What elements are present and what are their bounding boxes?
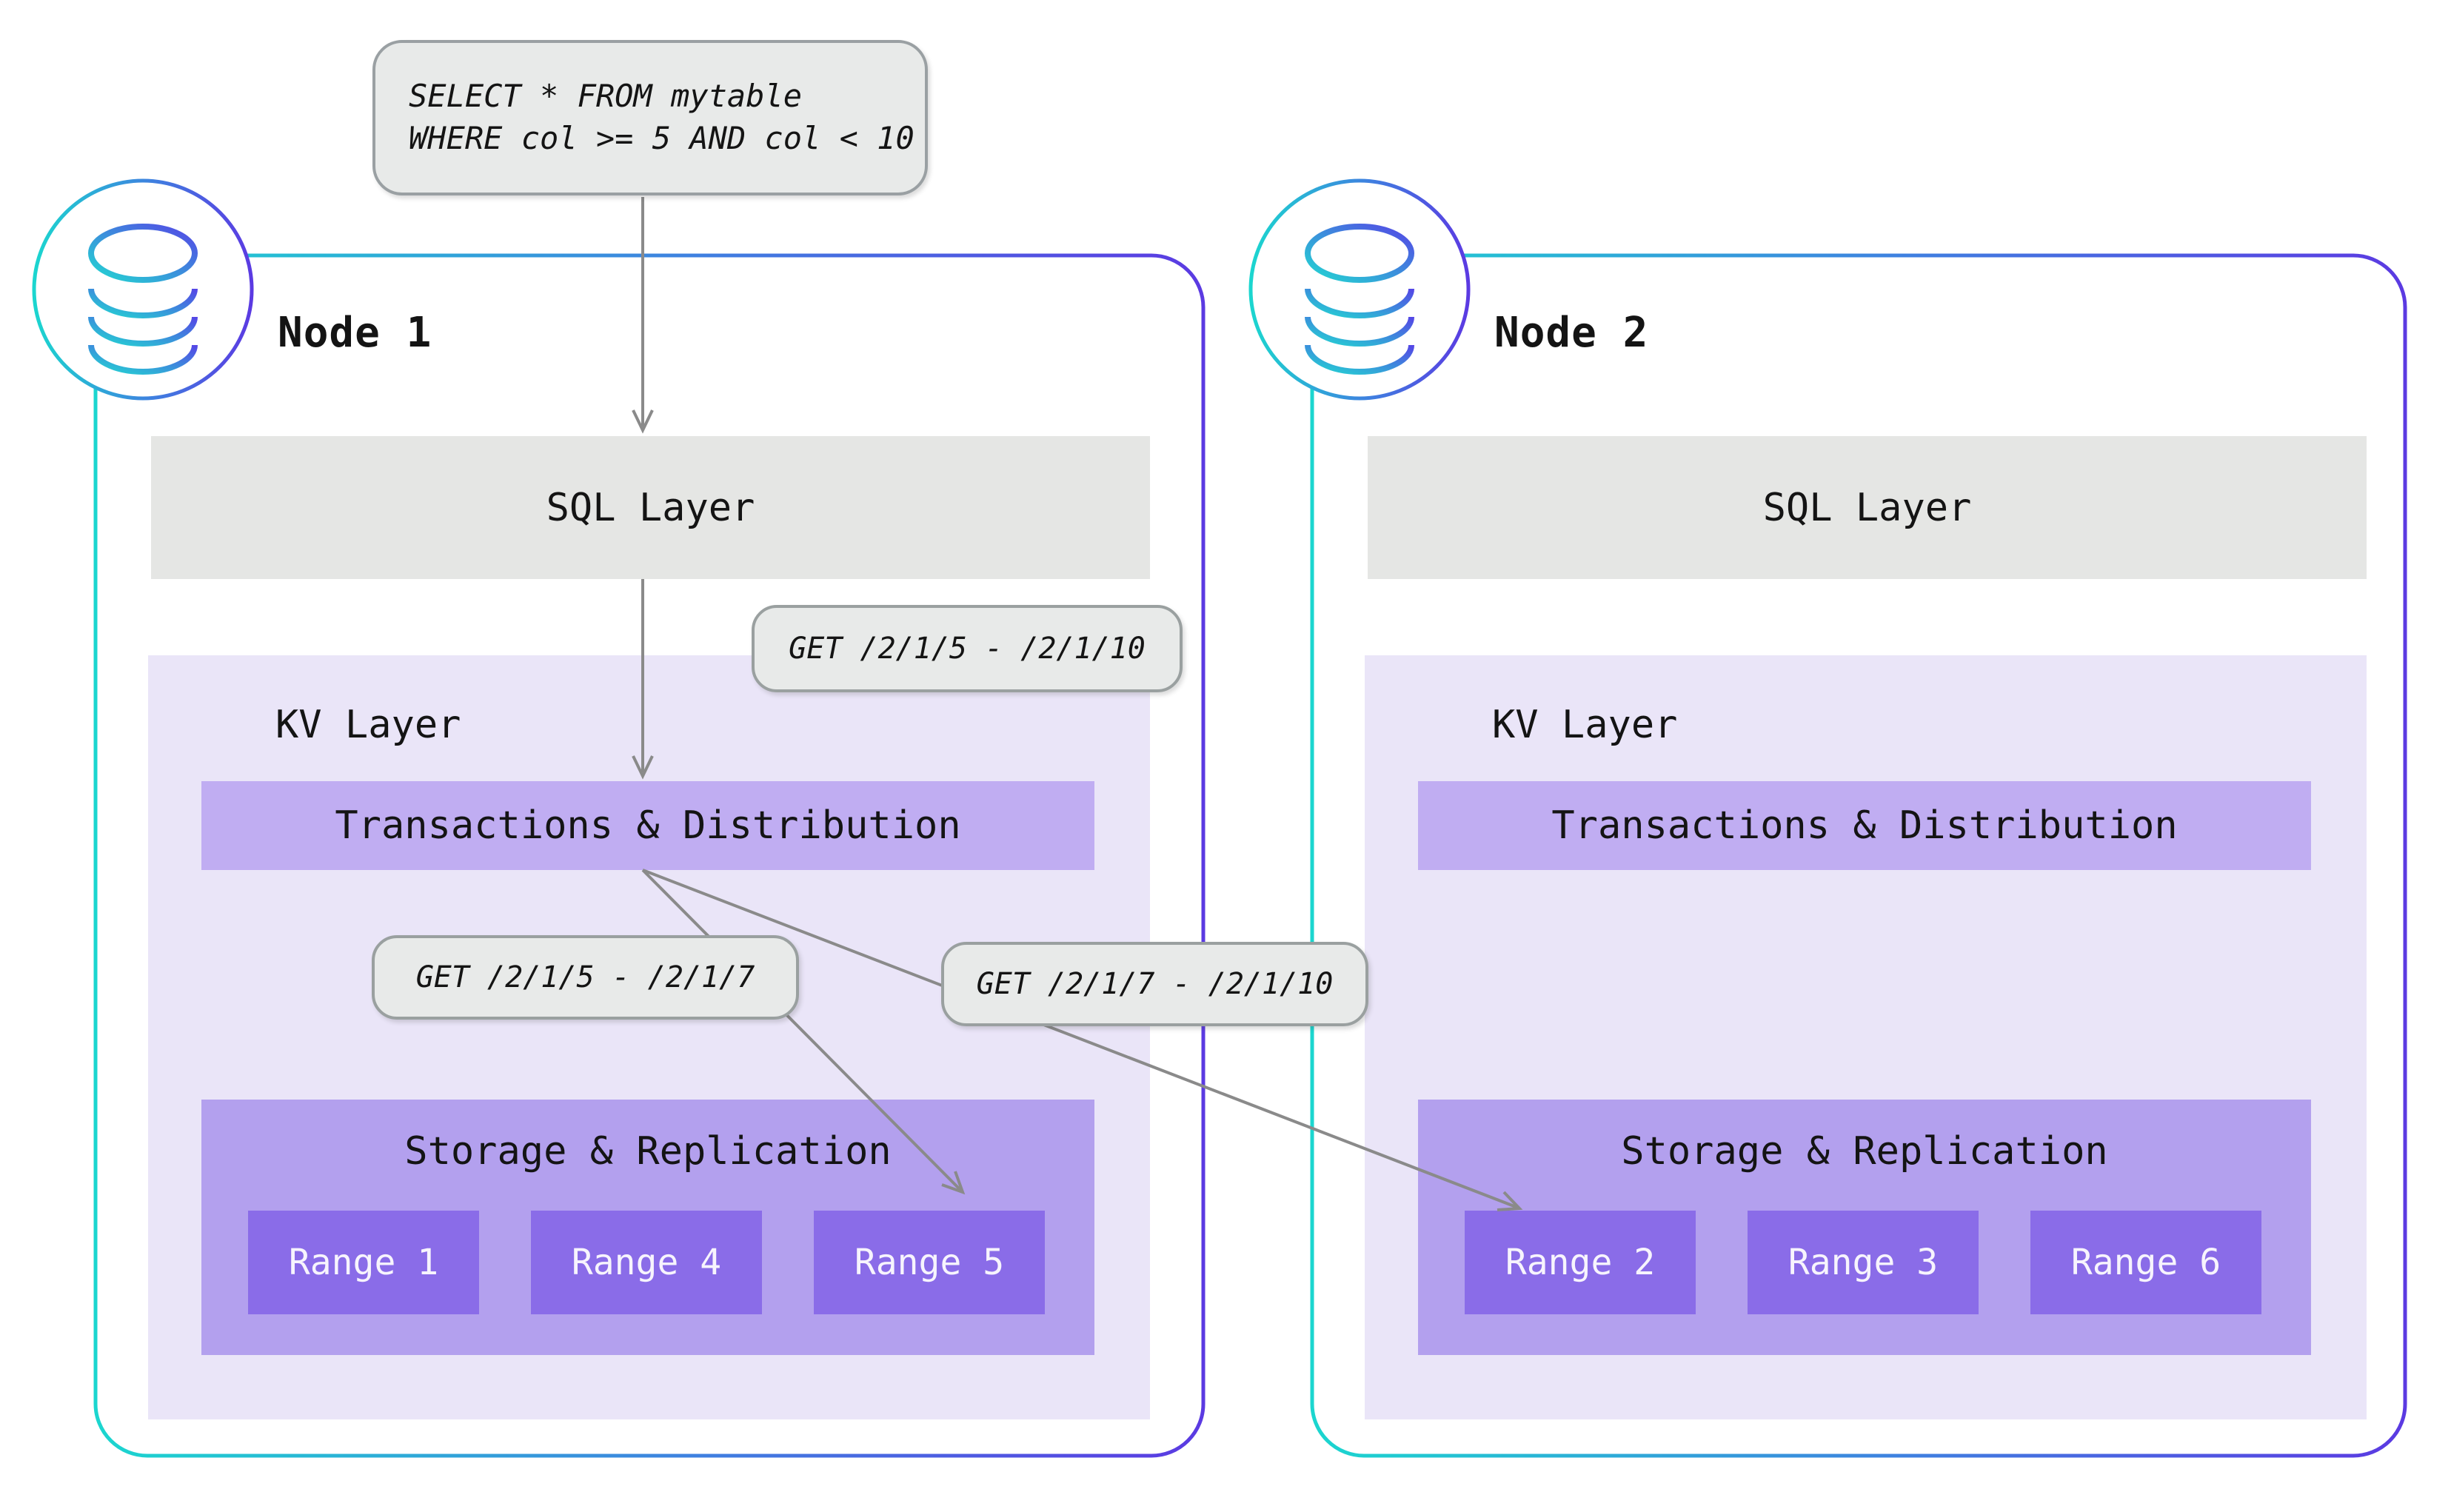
node-1-transactions-label: Transactions & Distribution	[335, 803, 961, 848]
range-box: Range 2	[1465, 1211, 1696, 1314]
sql-query-line-1: SELECT * FROM mytable	[409, 78, 803, 115]
range-box: Range 4	[531, 1211, 762, 1314]
node-1-sql-layer-label: SQL Layer	[546, 485, 755, 530]
node-2-storage-replication-box: Storage & Replication Range 2 Range 3 Ra…	[1418, 1100, 2311, 1355]
node-2-sql-layer-box: SQL Layer	[1368, 436, 2367, 579]
node-1-storage-label: Storage & Replication	[404, 1129, 892, 1174]
node-1-storage-replication-box: Storage & Replication Range 1 Range 4 Ra…	[201, 1100, 1094, 1355]
node-1-kv-layer-panel: KV Layer Transactions & Distribution Sto…	[148, 655, 1150, 1419]
sql-query-line-2: WHERE col >= 5 AND col < 10	[409, 120, 914, 156]
node-2-sql-layer-label: SQL Layer	[1762, 485, 1972, 530]
node-1-sql-layer-box: SQL Layer	[151, 436, 1150, 579]
get-request-callout-remote-range: GET /2/1/7 - /2/1/10	[941, 942, 1368, 1026]
node-1-title: Node 1	[278, 308, 432, 357]
node-1-container: Node 1 SQL Layer KV Layer Transactions &…	[94, 254, 1205, 1457]
node-2-container: Node 2 SQL Layer KV Layer Transactions &…	[1311, 254, 2405, 1457]
range-box: Range 3	[1748, 1211, 1979, 1314]
node-2-kv-layer-label: KV Layer	[1492, 703, 1678, 747]
node-1-kv-layer-label: KV Layer	[275, 703, 461, 747]
node-2-transactions-distribution-box: Transactions & Distribution	[1418, 781, 2311, 870]
node-2-ranges-row: Range 2 Range 3 Range 6	[1465, 1211, 2264, 1314]
range-box: Range 5	[814, 1211, 1045, 1314]
sql-query-callout: SELECT * FROM mytable WHERE col >= 5 AND…	[372, 40, 928, 195]
get-request-callout-full-span: GET /2/1/5 - /2/1/10	[752, 605, 1183, 692]
node-1-transactions-distribution-box: Transactions & Distribution	[201, 781, 1094, 870]
node-2-transactions-label: Transactions & Distribution	[1551, 803, 2178, 848]
node-2-title: Node 2	[1494, 308, 1649, 357]
node-2-kv-layer-panel: KV Layer Transactions & Distribution Sto…	[1365, 655, 2367, 1419]
range-box: Range 6	[2030, 1211, 2261, 1314]
node-1-ranges-row: Range 1 Range 4 Range 5	[248, 1211, 1048, 1314]
get-request-callout-local-range: GET /2/1/5 - /2/1/7	[372, 935, 799, 1020]
range-box: Range 1	[248, 1211, 479, 1314]
node-2-storage-label: Storage & Replication	[1621, 1129, 2108, 1174]
